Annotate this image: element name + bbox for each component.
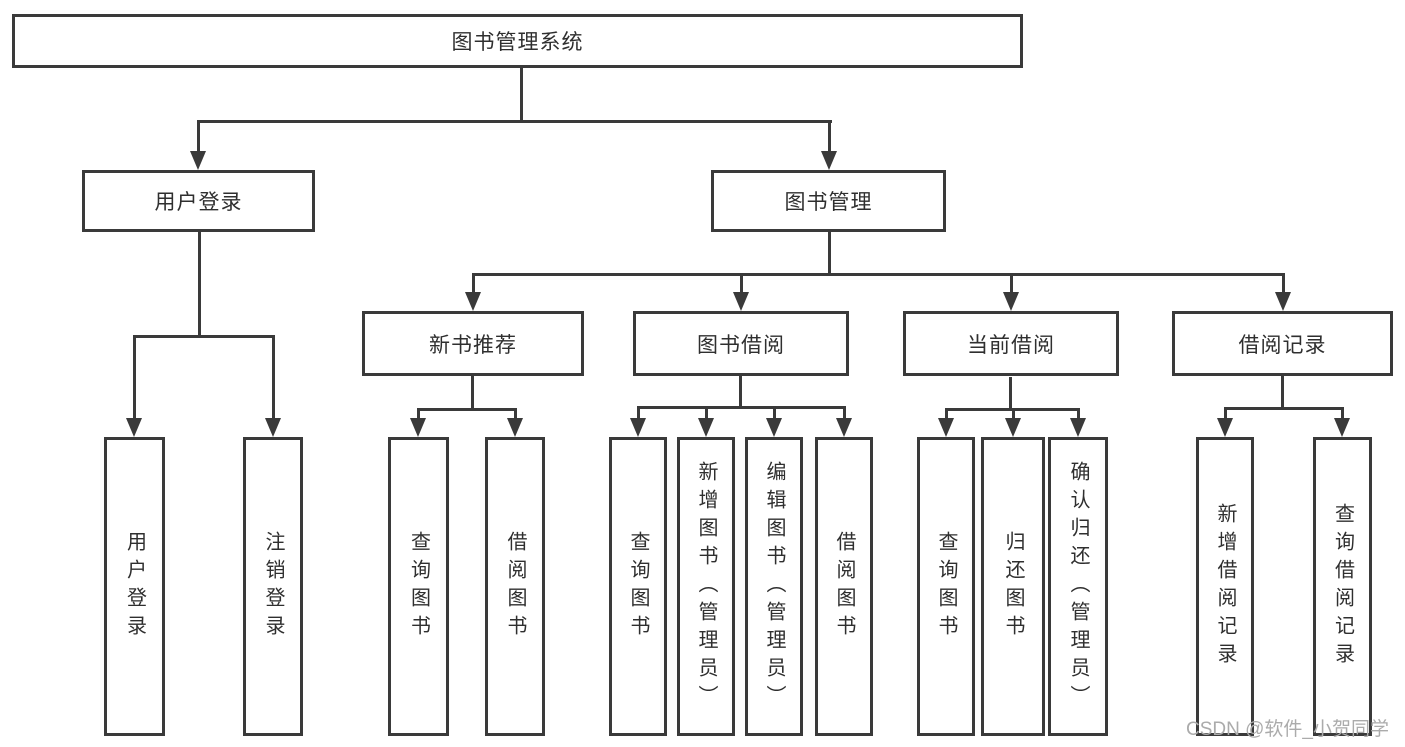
connector-line <box>197 120 200 153</box>
arrowhead-icon <box>1275 292 1291 311</box>
arrowhead-icon <box>410 418 426 437</box>
connector-line <box>133 335 136 420</box>
leaf-query-book-current: 查询图书 <box>917 437 975 736</box>
leaf-user-login: 用户登录 <box>104 437 165 736</box>
connector-line <box>1010 273 1013 294</box>
connector-line <box>1224 407 1344 410</box>
leaf-query-borrow-record: 查询借阅记录 <box>1313 437 1372 736</box>
connector-line <box>272 335 275 420</box>
arrowhead-icon <box>938 418 954 437</box>
connector-line <box>945 408 948 420</box>
leaf-borrow-book-recommend: 借阅图书 <box>485 437 545 736</box>
connector-line <box>637 406 640 420</box>
arrowhead-icon <box>766 418 782 437</box>
arrowhead-icon <box>1070 418 1086 437</box>
arrowhead-icon <box>190 151 206 170</box>
connector-line <box>472 273 1285 276</box>
connector-line <box>197 120 832 123</box>
connector-line <box>773 406 776 420</box>
connector-line <box>133 335 275 338</box>
node-current-borrow: 当前借阅 <box>903 311 1119 376</box>
leaf-query-book-borrow: 查询图书 <box>609 437 667 736</box>
arrowhead-icon <box>1005 418 1021 437</box>
node-book-management: 图书管理 <box>711 170 946 232</box>
node-user-login: 用户登录 <box>82 170 315 232</box>
arrowhead-icon <box>126 418 142 437</box>
leaf-add-book-admin: 新增图书（管理员） <box>677 437 735 736</box>
connector-line <box>1341 407 1344 420</box>
leaf-return-book: 归还图书 <box>981 437 1045 736</box>
leaf-query-book-recommend: 查询图书 <box>388 437 449 736</box>
csdn-watermark: CSDN @软件_小贺同学 <box>1186 719 1389 740</box>
connector-line <box>1009 377 1012 411</box>
connector-line <box>472 273 475 294</box>
arrowhead-icon <box>265 418 281 437</box>
connector-line <box>1012 408 1015 420</box>
connector-line <box>739 376 742 409</box>
connector-line <box>520 68 523 123</box>
connector-line <box>1224 407 1227 420</box>
arrowhead-icon <box>1003 292 1019 311</box>
connector-line <box>740 273 743 294</box>
node-root-library-system: 图书管理系统 <box>12 14 1023 68</box>
connector-line <box>417 408 420 420</box>
connector-line <box>1077 408 1080 420</box>
arrowhead-icon <box>465 292 481 311</box>
leaf-edit-book-admin: 编辑图书（管理员） <box>745 437 803 736</box>
connector-line <box>828 232 831 276</box>
connector-line <box>1282 273 1285 294</box>
arrowhead-icon <box>698 418 714 437</box>
arrowhead-icon <box>630 418 646 437</box>
connector-line <box>637 406 846 409</box>
node-book-borrow: 图书借阅 <box>633 311 849 376</box>
arrowhead-icon <box>1217 418 1233 437</box>
connector-line <box>514 408 517 420</box>
leaf-confirm-return-admin: 确认归还（管理员） <box>1048 437 1108 736</box>
connector-line <box>828 120 831 153</box>
arrowhead-icon <box>836 418 852 437</box>
connector-line <box>198 232 201 338</box>
arrowhead-icon <box>733 292 749 311</box>
arrowhead-icon <box>507 418 523 437</box>
node-borrow-records: 借阅记录 <box>1172 311 1393 376</box>
arrowhead-icon <box>821 151 837 170</box>
arrowhead-icon <box>1334 418 1350 437</box>
connector-line <box>705 406 708 420</box>
connector-line <box>1281 376 1284 410</box>
node-new-book-recommend: 新书推荐 <box>362 311 584 376</box>
leaf-logout: 注销登录 <box>243 437 303 736</box>
leaf-add-borrow-record: 新增借阅记录 <box>1196 437 1254 736</box>
connector-line <box>417 408 517 411</box>
leaf-borrow-book: 借阅图书 <box>815 437 873 736</box>
connector-line <box>843 406 846 420</box>
connector-line <box>471 376 474 411</box>
